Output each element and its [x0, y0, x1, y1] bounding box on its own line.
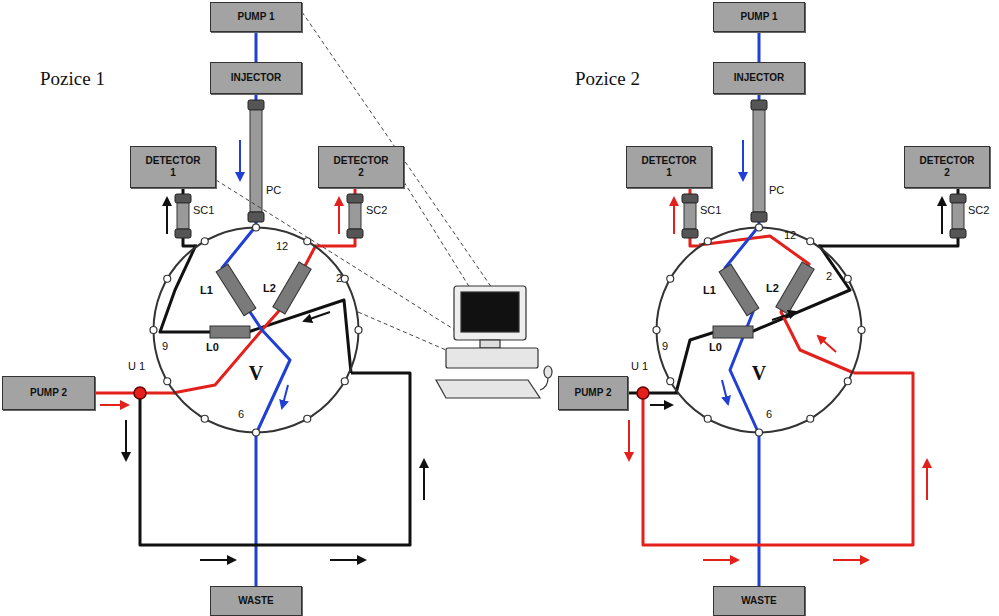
port-number: 9 [162, 340, 168, 353]
port-number: 9 [662, 340, 668, 353]
panel-title: Pozice 1 [40, 68, 105, 90]
loop-label: L1 [200, 284, 213, 297]
column-label: SC2 [968, 204, 989, 217]
box-label: PUMP 2 [574, 387, 611, 399]
valve-circle: V [152, 226, 360, 434]
valve-channels [676, 226, 854, 434]
tubing [758, 433, 761, 587]
valve-circle: V [655, 226, 863, 434]
box-label: WASTE [741, 595, 777, 607]
box-label: PUMP 1 [237, 11, 274, 23]
tubing [818, 188, 958, 246]
column-label: PC [769, 184, 784, 197]
waste-box: WASTE [713, 586, 805, 616]
port-number: 2 [826, 270, 832, 283]
box-label: DETECTOR 1 [143, 155, 203, 179]
valve-outline [152, 226, 360, 434]
injector-box: INJECTOR [210, 62, 302, 94]
tee-junction [134, 387, 146, 399]
pump-box: PUMP 2 [2, 376, 95, 410]
waste-box: WASTE [210, 586, 302, 616]
port-number: 2 [336, 272, 342, 285]
junction-label: U 1 [631, 360, 648, 373]
column-label: SC1 [700, 204, 721, 217]
box-label: PUMP 2 [30, 387, 67, 399]
detector-box: DETECTOR 2 [904, 146, 990, 188]
port-number: 6 [238, 408, 244, 421]
valve-channels [160, 226, 351, 434]
box-label: INJECTOR [231, 72, 281, 84]
box-label: DETECTOR 2 [331, 155, 391, 179]
sample-loops [713, 262, 814, 338]
tubing [255, 433, 258, 587]
detector-box: DETECTOR 1 [626, 146, 712, 188]
port-number: 12 [276, 240, 288, 253]
valve-label: V [249, 362, 263, 384]
pump-box: PUMP 2 [558, 376, 628, 410]
column-label: SC2 [366, 204, 387, 217]
tubing [758, 32, 761, 62]
loop-label: L2 [263, 282, 276, 295]
column-label: PC [266, 184, 281, 197]
flow-arrows [629, 140, 942, 560]
port-number: 12 [784, 229, 796, 242]
tubing [255, 32, 258, 62]
detector-box: DETECTOR 1 [130, 146, 216, 188]
box-label: DETECTOR 2 [917, 155, 977, 179]
sample-loops [210, 262, 311, 338]
detector-box: DETECTOR 2 [318, 146, 404, 188]
valve-label: V [752, 362, 766, 384]
port-number: 6 [766, 408, 772, 421]
box-label: INJECTOR [734, 72, 784, 84]
box-label: PUMP 1 [740, 11, 777, 23]
injector-box: INJECTOR [713, 62, 805, 94]
tee-junction [637, 387, 649, 399]
loop-label: L2 [766, 282, 779, 295]
tubing [628, 392, 678, 395]
column-label: SC1 [193, 204, 214, 217]
box-label: DETECTOR 1 [639, 155, 699, 179]
panel-title: Pozice 2 [575, 68, 640, 90]
junction-label: U 1 [128, 360, 145, 373]
loop-label: L0 [709, 341, 722, 354]
loop-label: L1 [703, 284, 716, 297]
flow-arrows [100, 140, 424, 560]
loop-label: L0 [206, 341, 219, 354]
computer-icon [436, 286, 552, 398]
valve-outline [655, 226, 863, 434]
pump-box: PUMP 1 [713, 2, 805, 32]
pump-box: PUMP 1 [210, 2, 302, 32]
box-label: WASTE [238, 595, 274, 607]
